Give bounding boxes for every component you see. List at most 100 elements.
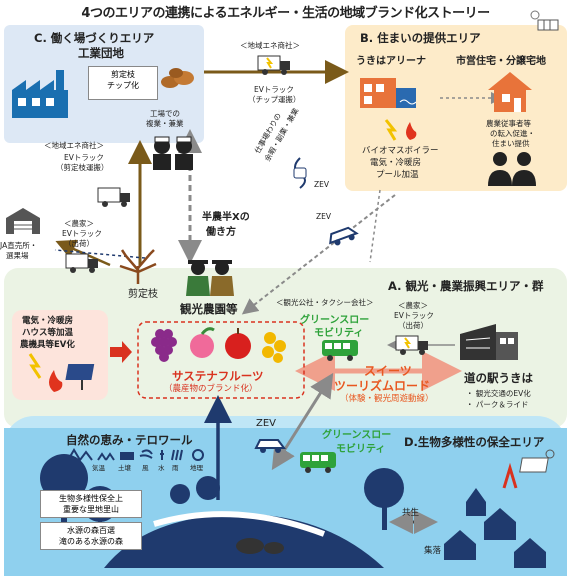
farmer-label-2: EVトラック — [394, 311, 434, 320]
farm-label: 観光農園等 — [180, 302, 238, 316]
peach-icon — [190, 327, 215, 358]
ev-truck-prune-2: （剪定枝運搬） — [56, 163, 109, 172]
box1-line-2: 重要な里地里山 — [63, 505, 119, 514]
fruits-sub-label: （農産物のブランド化） — [164, 384, 258, 394]
pruned-label: 剪定枝 — [128, 289, 158, 300]
zev-car-icon — [329, 226, 359, 246]
icon-label-5: 雨 — [172, 464, 179, 472]
ev-truck-prune-org: ＜地域エネ商社＞ — [44, 141, 104, 150]
ev-truck-prune-icon — [97, 187, 130, 207]
nature-label: 自然の恵み・テロワール — [66, 433, 193, 447]
icon-label-1: 気温 — [92, 464, 105, 472]
green-bus-icon — [322, 340, 358, 361]
boiler-label-2: 電気・冷暖房 — [370, 158, 422, 168]
village-label: 集落 — [424, 546, 442, 556]
farmer-label-1: ＜農家＞ — [398, 301, 428, 310]
zone-a-title: A. 観光・農業振興エリア・群 — [388, 279, 544, 293]
zev-label-2: ZEV — [316, 212, 332, 221]
nature-box-1: 生物多様性保全上 重要な里地里山 — [40, 490, 142, 518]
station-label: 道の駅うきは — [464, 371, 533, 385]
boiler-fire-icon — [384, 119, 417, 141]
chip-box: 剪定枝 チップ化 — [88, 66, 158, 100]
roadside-station-icon — [460, 324, 518, 360]
ev-truck-chip-1: EVトラック — [254, 85, 294, 94]
page-title: 4つのエリアの連携によるエネルギー・生活の地域ブランド化ストーリー — [81, 6, 490, 21]
box2-line-2: 滝のある水源の森 — [59, 537, 123, 546]
electric-label-2: ハウス等加温 — [22, 328, 74, 338]
sweets-label-2: ツーリズムロード — [334, 379, 431, 393]
ev-truck-prune-1: EVトラック — [64, 153, 104, 162]
farm-power-icon — [28, 353, 95, 392]
green-mob-d-1: グリーンスロー — [322, 430, 392, 441]
ev-truck-chip-2: （チップ運搬） — [248, 95, 301, 104]
coexist-label: 共生 — [402, 508, 420, 518]
farmers-icon — [186, 260, 234, 296]
zone-d-title: D.生物多様性の保全エリア — [404, 435, 545, 449]
persimmon-icon — [262, 332, 286, 363]
zone-b-title: B. 住まいの提供エリア — [360, 31, 481, 45]
wood-chips-icon — [161, 68, 194, 88]
workers-icon — [153, 136, 193, 170]
arena-label: うきはアリーナ — [356, 56, 426, 67]
farmer-label-3: （出荷） — [398, 321, 428, 330]
ev-truck-farm-1: EVトラック — [62, 229, 102, 238]
sweets-sub-label: （体験・観光周遊動線） — [340, 394, 434, 404]
boiler-label-1: バイオマスボイラー — [362, 146, 439, 156]
green-mob-d-2: モビリティ — [336, 444, 386, 455]
arena-building-icon — [360, 78, 417, 108]
family-icon — [488, 152, 536, 186]
ev-truck-icon — [257, 55, 290, 75]
green-mob-a-1: グリーンスロー — [300, 315, 370, 326]
green-mob-a-2: モビリティ — [314, 328, 364, 339]
migrate-label-1: 農業従事者等 — [486, 119, 531, 128]
ev-truck-farm-2: （出荷） — [64, 239, 94, 248]
box2-line-1: 水源の森百選 — [67, 526, 115, 535]
zev-label-3: ZEV — [256, 418, 277, 429]
station-bullet-2: ・ パーク＆ライド — [466, 400, 529, 409]
grape-icon — [151, 329, 177, 362]
sweets-label-1: スイーツ — [364, 364, 412, 378]
zev-car-d-icon — [254, 439, 286, 453]
icon-label-2: 土壌 — [118, 464, 131, 472]
electric-label-1: 電気・冷暖房 — [22, 316, 74, 326]
zev-label-1: ZEV — [314, 180, 330, 189]
chip-label-1: 剪定枝 — [111, 70, 135, 79]
boiler-label-3: プール加温 — [376, 170, 419, 180]
icon-label-4: 水 — [158, 464, 165, 472]
workers-label-1: 工場での — [150, 109, 180, 118]
solar-panel-icon — [530, 10, 559, 31]
ja-label-1: JA直売所・ — [0, 241, 38, 250]
green-bus-d-icon — [300, 452, 336, 473]
house-icon — [488, 72, 532, 112]
nature-box-2: 水源の森百選 滝のある水源の森 — [40, 522, 142, 550]
pruned-tree-icon — [119, 249, 157, 284]
ev-truck-a-icon — [395, 335, 428, 355]
workers-label-2: 複業・兼業 — [146, 119, 184, 128]
tour-co-label: ＜観光公社・タクシー会社＞ — [276, 298, 374, 307]
ev-truck-farm-icon — [65, 253, 98, 273]
ev-truck-chip-org: ＜地域エネ商社＞ — [240, 41, 300, 50]
apple-icon — [225, 328, 251, 359]
fruit-icons — [151, 327, 286, 363]
ev-plug-icon — [293, 157, 307, 189]
half-x-label-1: 半農半Xの — [202, 212, 250, 223]
ja-label-2: 選果場 — [6, 251, 29, 260]
terroir-icons — [67, 448, 204, 462]
half-x-label-2: 働き方 — [206, 227, 236, 238]
fruits-label: サステナフルーツ — [172, 369, 264, 383]
station-bullet-1: ・ 観光交通のEV化 — [466, 389, 531, 398]
electric-label-3: 農機具等EV化 — [20, 340, 75, 350]
zone-c-subtitle: 工業団地 — [78, 46, 124, 60]
zone-c-title: C. 働く場づくりエリア — [34, 31, 155, 45]
migrate-label-2: の転入促進・ — [490, 129, 535, 138]
icon-label-6: 地理 — [190, 464, 203, 472]
migrate-label-3: 住まい提供 — [492, 139, 530, 148]
ev-truck-farm-org: ＜農家＞ — [64, 219, 94, 228]
icon-label-3: 風 — [142, 464, 149, 472]
chip-label-2: チップ化 — [107, 81, 139, 90]
box1-line-1: 生物多様性保全上 — [59, 494, 123, 503]
warehouse-icon — [6, 208, 40, 234]
factory-icon — [12, 70, 68, 118]
housing-label: 市営住宅・分譲宅地 — [456, 56, 546, 67]
